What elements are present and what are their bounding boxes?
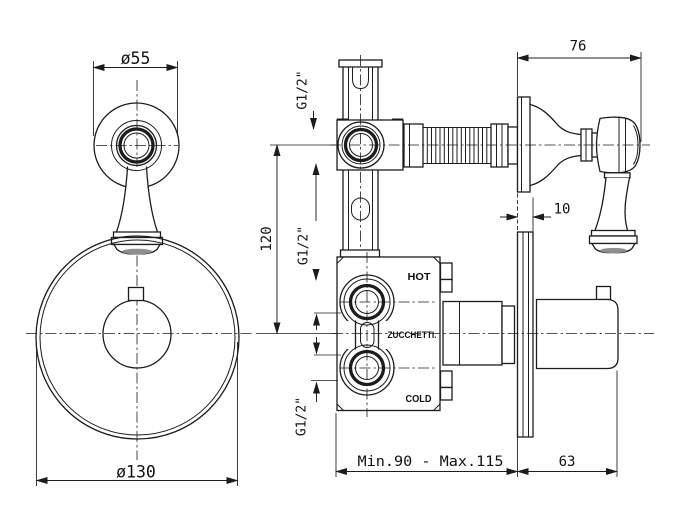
dim-handle-diameter: ø55 bbox=[92, 49, 179, 136]
lever-foot-shading bbox=[122, 248, 152, 255]
cartridge-cylinder-collar bbox=[501, 305, 516, 365]
label-brand: ZUCCHETTI. bbox=[388, 330, 437, 341]
dim-plate-diameter: ø130 bbox=[35, 342, 239, 486]
center-knob-tab bbox=[127, 286, 145, 302]
wall-trim-plate bbox=[516, 231, 534, 438]
trim-sleeve bbox=[535, 298, 619, 370]
handle-hub-outer bbox=[111, 120, 162, 171]
dim-trim-depth: 63 bbox=[516, 370, 618, 477]
handle-lever-front-fill bbox=[116, 167, 158, 232]
lever-side-foot-ring2 bbox=[588, 235, 638, 245]
pipe-base-flange bbox=[339, 249, 381, 258]
rear-fitting-bottom-b bbox=[439, 386, 453, 401]
dim-text-handle-depth: 76 bbox=[570, 39, 587, 55]
dim-text-handle-diameter: ø55 bbox=[121, 49, 151, 68]
escutcheon-backplate bbox=[516, 96, 531, 193]
dim-wall-gap: 10 bbox=[500, 193, 571, 232]
trim-plate-outer-circle bbox=[35, 235, 240, 440]
trim-plate-inner-circle bbox=[39, 239, 236, 436]
wall-trim-plate-lines bbox=[522, 232, 529, 437]
callout-thread-top: G1/2" bbox=[296, 70, 317, 130]
boss-waist-slot bbox=[360, 322, 375, 348]
dim-handle-depth: 76 bbox=[516, 39, 642, 142]
callout-thread-mid: G1/2" bbox=[297, 163, 320, 281]
front-view: ø55 ø130 bbox=[26, 49, 252, 486]
cartridge-stub bbox=[507, 126, 519, 165]
lever-side-foot-shading bbox=[600, 247, 627, 254]
handle-hub-ring bbox=[115, 124, 158, 167]
rear-fitting-top-a bbox=[439, 262, 453, 281]
label-hot: HOT bbox=[408, 272, 431, 283]
dim-text-install-depth: Min.90 - Max.115 bbox=[358, 454, 504, 470]
handle-lever-front bbox=[115, 166, 159, 233]
callout-thread-bottom: G1/2" bbox=[295, 380, 338, 436]
cartridge-collar bbox=[403, 123, 424, 168]
lever-side-foot-ring1 bbox=[590, 229, 636, 237]
escutcheon-cone bbox=[529, 103, 582, 187]
dim-text-plate-diameter: ø130 bbox=[116, 463, 156, 482]
thread-text-bottom: G1/2" bbox=[295, 397, 310, 436]
lever-side-fill bbox=[595, 177, 630, 231]
port-centerlines bbox=[340, 301, 437, 369]
mixer-body-chamfers bbox=[336, 256, 441, 411]
boss-waist-sides bbox=[354, 320, 380, 350]
lever-foot-ring2 bbox=[110, 236, 164, 246]
lever-side bbox=[594, 177, 631, 232]
handle-hub-bore bbox=[123, 132, 150, 159]
handle-hub-dark-ring bbox=[118, 127, 155, 164]
sleeve-top-tab bbox=[595, 285, 612, 301]
cartridge-end-lines bbox=[496, 124, 503, 167]
rear-fitting-bottom-a bbox=[439, 370, 453, 389]
thread-text-top: G1/2" bbox=[296, 70, 311, 109]
dim-text-port-spacing: 120 bbox=[259, 226, 275, 251]
thread-text-mid: G1/2" bbox=[297, 226, 312, 265]
label-cold: COLD bbox=[406, 394, 432, 405]
side-view: HOT ZUCCHETTI. COLD 120 G1/2" bbox=[256, 39, 654, 477]
cartridge-ribs bbox=[422, 127, 492, 164]
cartridge-end-collar bbox=[490, 123, 509, 168]
dim-port-spacing: 120 bbox=[256, 144, 338, 335]
dim-text-wall-gap: 10 bbox=[554, 202, 571, 218]
rear-fitting-top-b bbox=[439, 278, 453, 293]
lever-neck-side bbox=[603, 172, 631, 179]
dim-install-depth: Min.90 - Max.115 bbox=[335, 413, 519, 477]
callout-port-edges bbox=[313, 312, 341, 356]
dim-text-trim-depth: 63 bbox=[559, 454, 576, 470]
